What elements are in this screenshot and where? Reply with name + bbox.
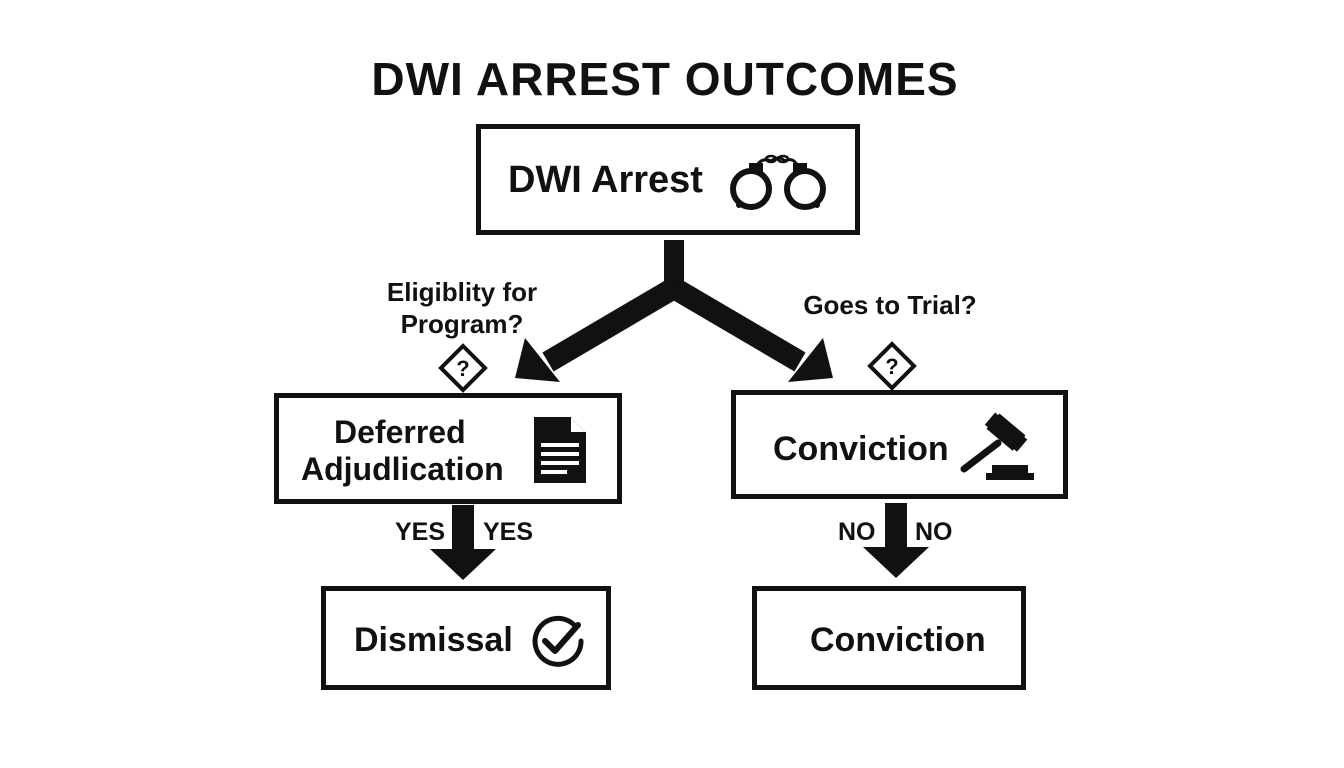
node-dismissal: Dismissal bbox=[321, 586, 611, 690]
left-down-arrowhead bbox=[430, 549, 496, 580]
edge-label-left-a: YES bbox=[395, 518, 446, 546]
decision-left-caption: Eligiblity for Program? bbox=[372, 276, 552, 340]
decision-left-line1: Eligiblity for bbox=[386, 277, 538, 307]
decision-left-line2: Program? bbox=[400, 309, 524, 339]
left-down-shaft bbox=[452, 505, 474, 553]
node-deferred-adjudication: Deferred Adjudlication bbox=[274, 393, 622, 504]
node-deferred-line1: Deferred bbox=[334, 414, 466, 450]
edge-label-right-a: NO bbox=[838, 518, 876, 546]
node-deferred-line2: Adjudlication bbox=[301, 451, 504, 487]
decision-right-line1: Goes to Trial? bbox=[803, 290, 977, 320]
right-branch-arrowhead bbox=[788, 338, 833, 382]
svg-text:?: ? bbox=[456, 356, 469, 381]
handcuffs-icon bbox=[730, 154, 826, 210]
node-conviction-mid: Conviction bbox=[731, 390, 1068, 499]
question-diamond-icon: ? bbox=[867, 341, 917, 391]
right-down-shaft bbox=[885, 503, 907, 551]
diagram-title: DWI ARREST OUTCOMES bbox=[371, 53, 959, 105]
node-dwi-arrest-label: DWI Arrest bbox=[508, 159, 703, 201]
decision-right-caption: Goes to Trial? bbox=[790, 289, 990, 321]
node-conviction-bottom-label: Conviction bbox=[810, 621, 986, 659]
edge-label-right-b: NO bbox=[915, 518, 953, 546]
right-down-arrowhead bbox=[863, 547, 929, 578]
arrest-stem bbox=[664, 240, 684, 290]
edge-label-left-b: YES bbox=[483, 518, 534, 546]
node-conviction-mid-label: Conviction bbox=[773, 430, 949, 468]
left-branch-line bbox=[542, 278, 680, 372]
right-branch-line bbox=[668, 278, 806, 372]
node-dwi-arrest: DWI Arrest bbox=[476, 124, 860, 235]
checkmark-circle-icon bbox=[532, 615, 584, 667]
svg-text:?: ? bbox=[885, 354, 898, 379]
gavel-icon bbox=[960, 412, 1034, 480]
question-diamond-icon: ? bbox=[438, 343, 488, 393]
left-branch-arrowhead bbox=[515, 338, 560, 382]
document-icon bbox=[534, 417, 586, 483]
node-conviction-bottom: Conviction bbox=[752, 586, 1026, 690]
node-dismissal-label: Dismissal bbox=[354, 621, 513, 659]
